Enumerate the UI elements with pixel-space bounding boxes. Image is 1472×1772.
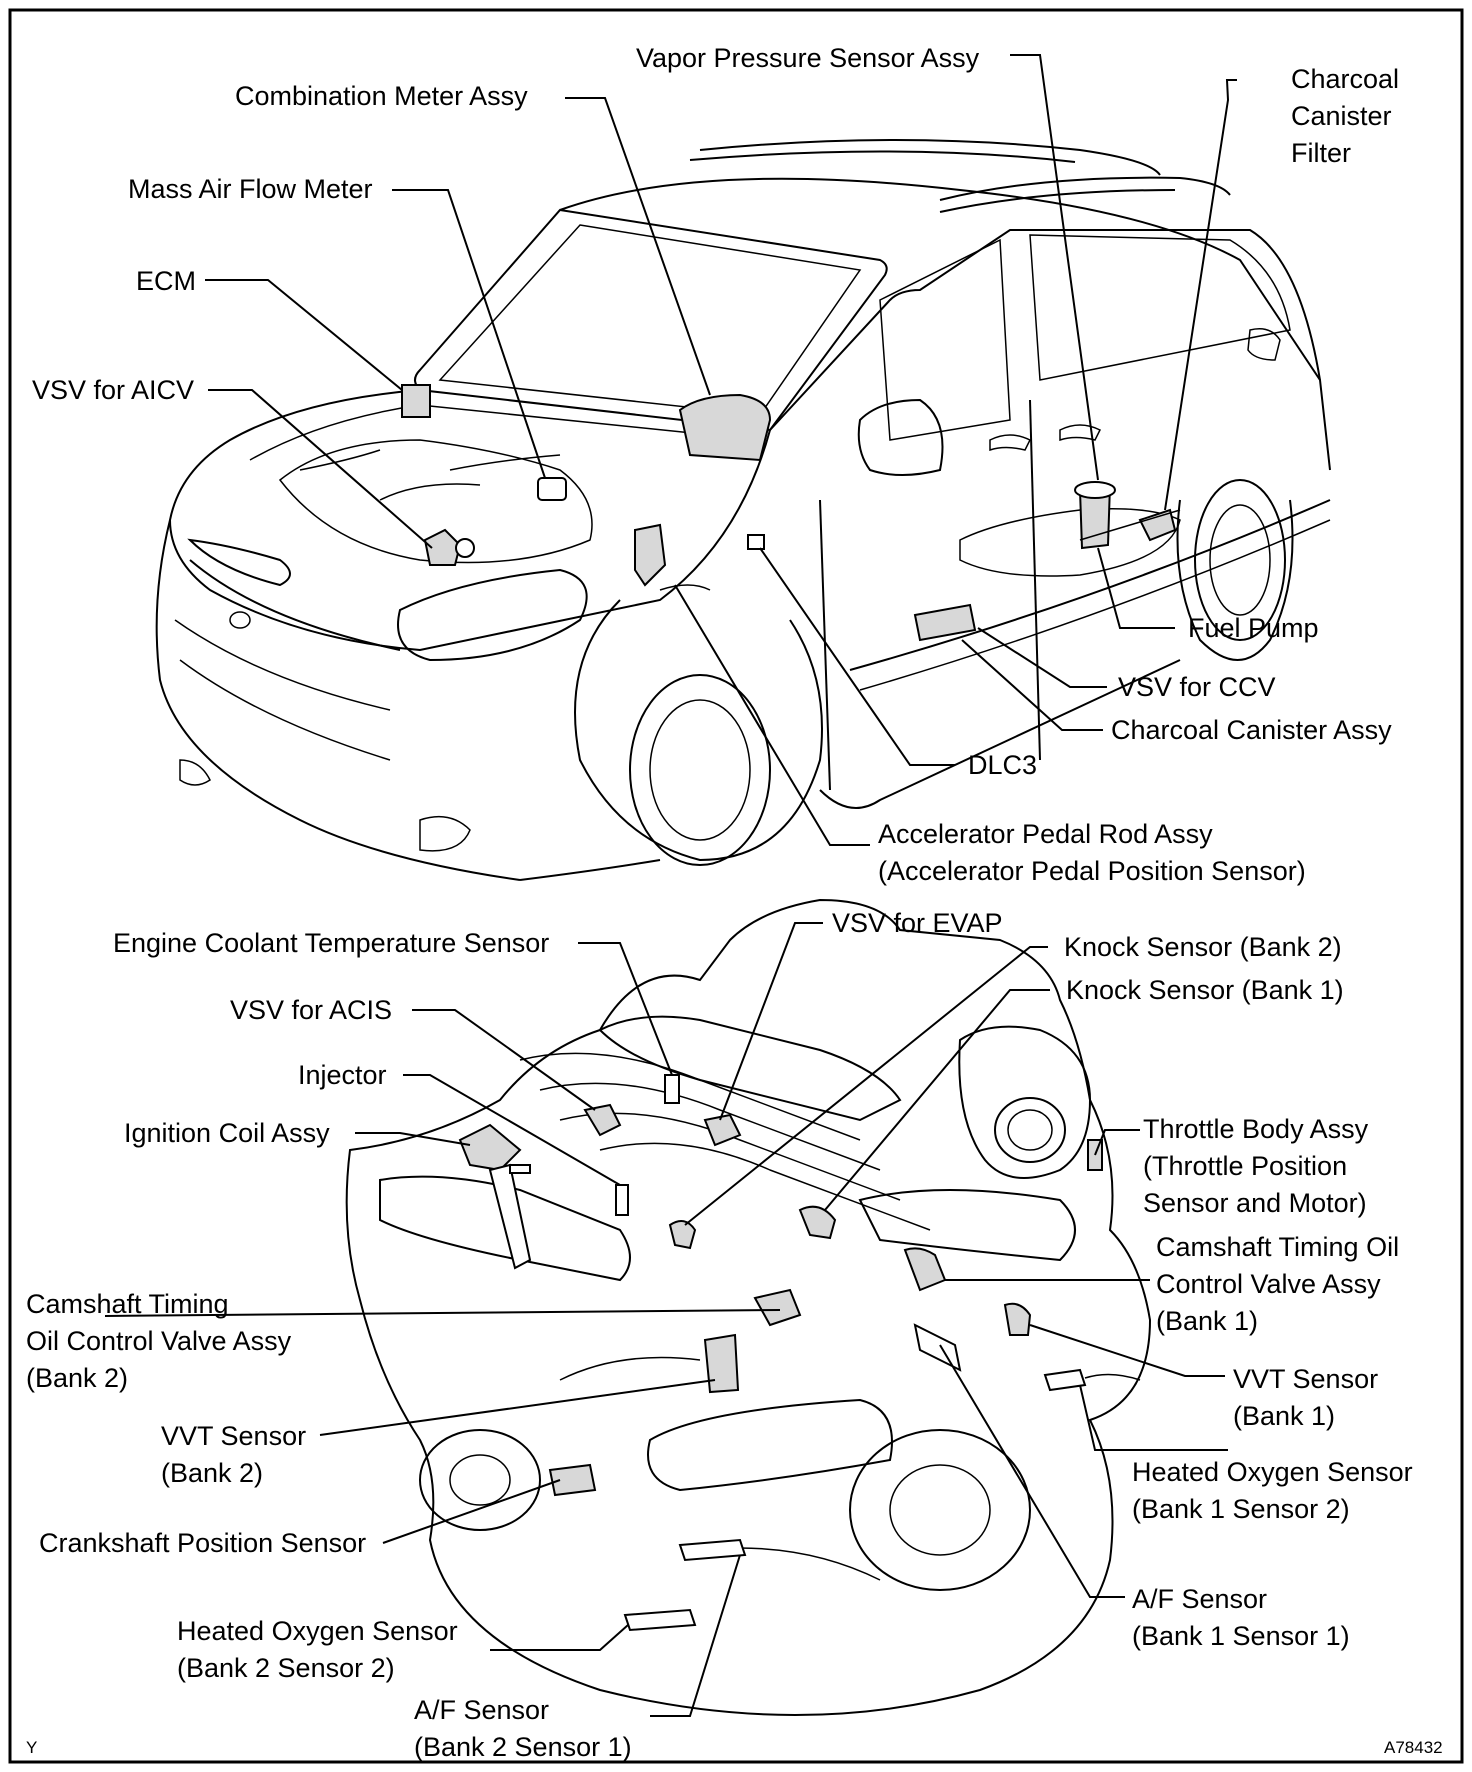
label-line: (Bank 2) [161,1458,264,1488]
charcoal-canister-filter-part [1138,508,1177,542]
knock-bank2-part [668,1220,697,1250]
ect-part [664,1074,680,1104]
ocv-bank2-part [753,1288,802,1327]
label-line: Heated Oxygen Sensor [1132,1457,1413,1487]
throttle-body-part [958,1025,1092,1179]
label-camshaft-ocv-bank1: Camshaft Timing Oil Control Valve Assy (… [1156,1229,1399,1340]
label-charcoal-canister-assy: Charcoal Canister Assy [1111,715,1392,745]
label-engine-coolant-temp: Engine Coolant Temperature Sensor [113,928,550,958]
label-vsv-ccv: VSV for CCV [1118,672,1276,702]
vvt-bank1-part [1003,1302,1032,1336]
crankshaft-part [548,1463,597,1497]
label-vsv-evap: VSV for EVAP [832,908,1003,938]
ho2-b1s2-part [1043,1368,1087,1392]
label-line: (Bank 1) [1233,1401,1336,1431]
label-line: Camshaft Timing [26,1289,229,1319]
vsv-acis-part [583,1103,622,1137]
label-line: Heated Oxygen Sensor [177,1616,458,1646]
ho2-b2s2-part [623,1608,697,1632]
label-line: Throttle Body Assy [1143,1114,1369,1144]
vvt-bank2-part [703,1333,740,1394]
label-ho2-b1s2: Heated Oxygen Sensor (Bank 1 Sensor 2) [1132,1454,1413,1528]
label-line: Accelerator Pedal Rod Assy [878,819,1213,849]
label-line: Control Valve Assy [1156,1269,1381,1299]
dlc3-part [747,534,765,550]
frame-border [8,8,1464,1764]
label-vsv-aicv: VSV for AICV [32,375,195,405]
accelerator-pedal-part [634,523,667,587]
label-knock-bank1: Knock Sensor (Bank 1) [1066,975,1344,1005]
label-vapor-pressure-sensor: Vapor Pressure Sensor Assy [636,43,980,73]
label-mass-air-flow-meter: Mass Air Flow Meter [128,174,373,204]
label-line: (Bank 2 Sensor 1) [414,1732,632,1762]
label-vsv-acis: VSV for ACIS [230,995,393,1025]
maf-part [537,477,567,501]
vsv-evap-part [703,1113,742,1147]
label-line: A/F Sensor [1132,1584,1268,1614]
label-line: Filter [1291,138,1351,168]
ignition-coil-part [458,1123,522,1172]
corner-mark-left: Y [26,1738,38,1757]
label-line: (Bank 2) [26,1363,129,1393]
label-line: A/F Sensor [414,1695,550,1725]
label-line: (Throttle Position [1143,1151,1348,1181]
figure-code: A78432 [1384,1738,1443,1757]
label-line: VVT Sensor [1233,1364,1379,1394]
label-line: (Bank 1 Sensor 2) [1132,1494,1350,1524]
label-line: Canister [1291,101,1392,131]
label-line: Camshaft Timing Oil [1156,1232,1400,1262]
injector-part [615,1184,629,1216]
label-vvt-bank2: VVT Sensor (Bank 2) [161,1418,306,1492]
label-injector: Injector [298,1060,387,1090]
label-accelerator-pedal: Accelerator Pedal Rod Assy (Accelerator … [878,816,1306,890]
label-crankshaft-position: Crankshaft Position Sensor [39,1528,367,1558]
label-vvt-bank1: VVT Sensor (Bank 1) [1233,1361,1378,1435]
combination-meter-part [678,393,772,462]
label-line: Sensor and Motor) [1143,1188,1367,1218]
engine-illustration [104,898,1228,1717]
af-b2s1-part [678,1538,747,1562]
label-line: (Accelerator Pedal Position Sensor) [878,856,1306,886]
vsv-aicv-part [423,528,462,566]
charcoal-canister-part [913,603,977,642]
label-af-b2s1: A/F Sensor (Bank 2 Sensor 1) [414,1692,632,1766]
label-line: VVT Sensor [161,1421,307,1451]
af-b1s1-part [913,1323,962,1372]
label-line: Charcoal [1291,64,1400,94]
label-combination-meter: Combination Meter Assy [235,81,528,111]
ecm-part [401,384,431,418]
label-fuel-pump: Fuel Pump [1188,613,1319,643]
label-line: (Bank 2 Sensor 2) [177,1653,395,1683]
label-throttle-body: Throttle Body Assy (Throttle Position Se… [1143,1111,1368,1222]
label-dlc3: DLC3 [968,750,1038,780]
label-ho2-b2s2: Heated Oxygen Sensor (Bank 2 Sensor 2) [177,1613,458,1687]
vehicle-illustration [155,54,1331,881]
label-ignition-coil: Ignition Coil Assy [124,1118,330,1148]
label-knock-bank2: Knock Sensor (Bank 2) [1064,932,1342,962]
label-charcoal-canister-filter: Charcoal Canister Filter [1291,61,1399,172]
knock-bank1-part [798,1205,837,1240]
label-ecm: ECM [136,266,196,296]
label-camshaft-ocv-bank2: Camshaft Timing Oil Control Valve Assy (… [26,1286,291,1397]
ocv-bank1-part [903,1247,947,1292]
label-line: (Bank 1) [1156,1306,1259,1336]
label-line: (Bank 1 Sensor 1) [1132,1621,1350,1651]
label-line: Oil Control Valve Assy [26,1326,292,1356]
label-af-b1s1: A/F Sensor (Bank 1 Sensor 1) [1132,1581,1350,1655]
